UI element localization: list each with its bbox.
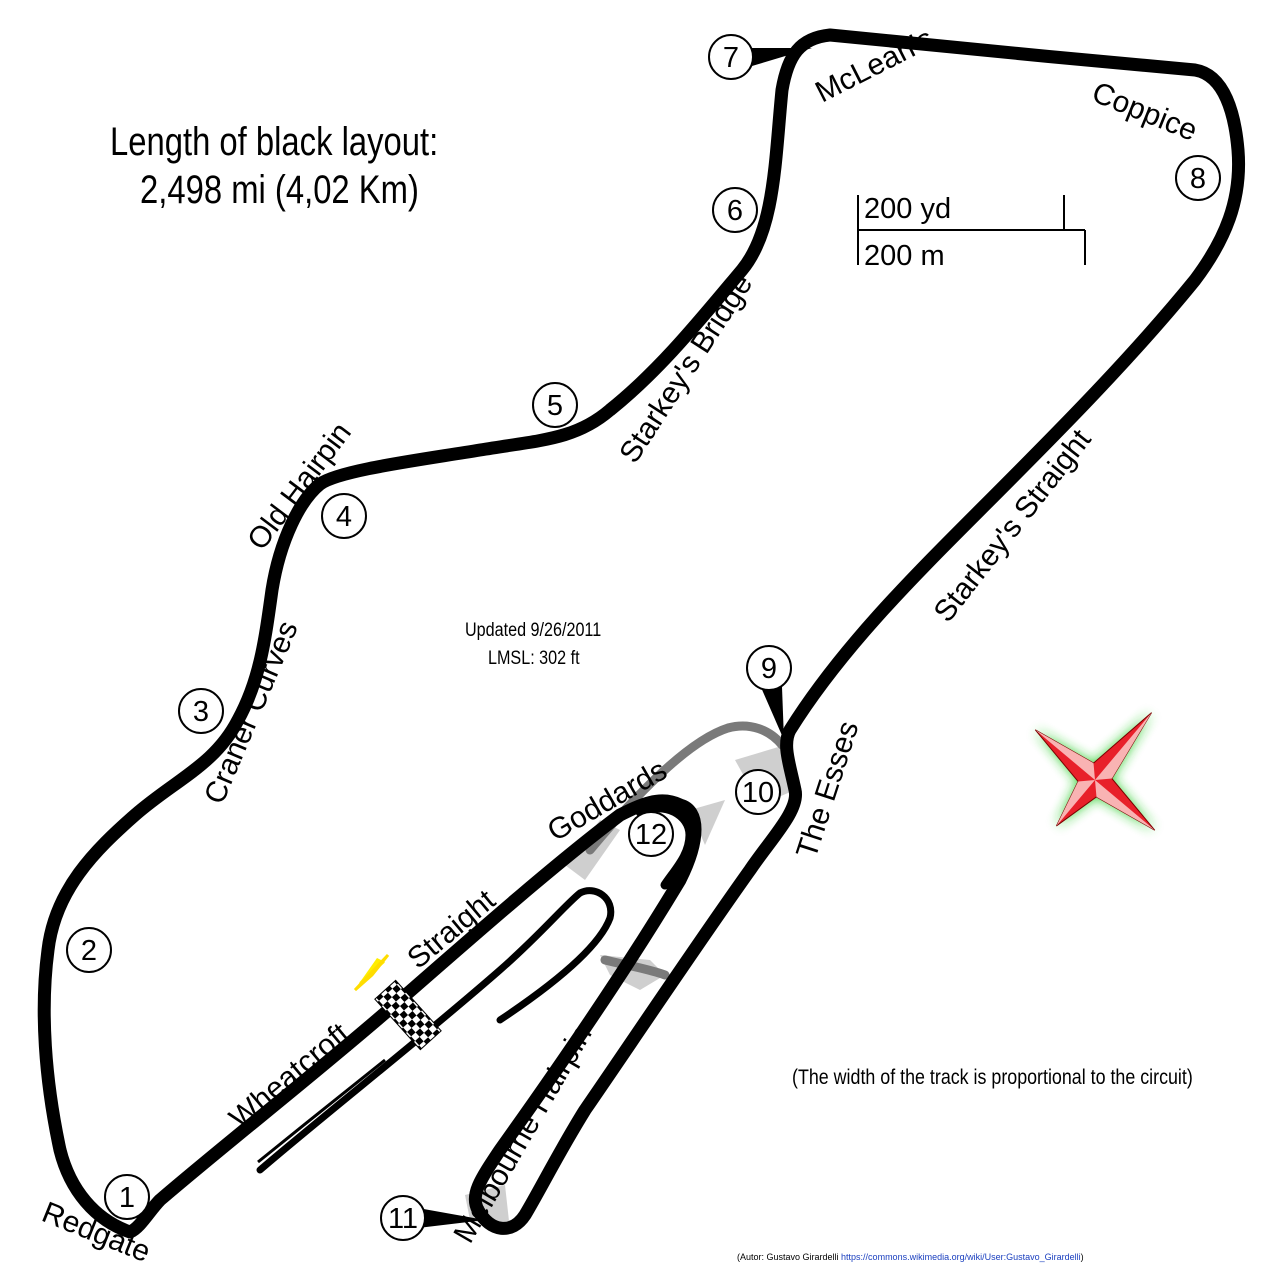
corner-9-marker: 9 <box>746 645 792 740</box>
corner-11-marker: 11 <box>380 1195 485 1241</box>
corner-1-marker: 1 <box>104 1174 150 1220</box>
section-labels: Redgate Craner Curves Old Hairpin Starke… <box>37 22 1201 1269</box>
main-track <box>37 28 1246 1239</box>
checkered-flag-icon <box>374 979 442 1051</box>
corner-10-marker: 10 <box>735 769 781 815</box>
credit-prefix: (Autor: Gustavo Girardelli <box>737 1252 842 1262</box>
label-starkeys-straight: Starkey's Straight <box>928 423 1099 628</box>
corner-11-number: 11 <box>388 1203 418 1235</box>
corner-12-number: 12 <box>635 819 667 851</box>
label-coppice: Coppice <box>1087 76 1201 148</box>
corner-2-number: 2 <box>81 935 97 967</box>
corner-3-number: 3 <box>193 696 209 728</box>
corner-7-marker: 7 <box>708 34 812 80</box>
corner-10-number: 10 <box>742 777 774 809</box>
corner-5-marker: 5 <box>532 382 578 428</box>
corner-6-number: 6 <box>727 195 743 227</box>
old-loop-track <box>256 887 615 1174</box>
corner-7-number: 7 <box>723 42 739 74</box>
width-footnote: (The width of the track is proportional … <box>792 1066 1193 1089</box>
scale-label-meters: 200 m <box>864 240 945 272</box>
corner-6-marker: 6 <box>712 187 758 233</box>
layout-length-value: 2,498 mi (4,02 Km) <box>140 168 419 212</box>
corner-5-number: 5 <box>547 390 563 422</box>
corner-2-marker: 2 <box>66 927 112 973</box>
corner-4-marker: 4 <box>321 493 367 539</box>
credit-link[interactable]: https://commons.wikimedia.org/wiki/User:… <box>841 1252 1081 1262</box>
layout-length-label: Length of black layout: <box>110 120 439 164</box>
lmsl-elevation: LMSL: 302 ft <box>488 648 580 669</box>
corner-3-marker: 3 <box>178 688 224 734</box>
credit-suffix: ) <box>1080 1252 1084 1262</box>
label-starkeys-bridge: Starkey's Bridge <box>613 268 759 468</box>
corner-1-number: 1 <box>119 1182 135 1214</box>
corner-9-number: 9 <box>761 653 777 685</box>
updated-date: Updated 9/26/2011 <box>465 620 602 641</box>
corner-12-marker: 12 <box>628 811 674 857</box>
scale-bar <box>857 195 1086 265</box>
corner-4-number: 4 <box>336 501 352 533</box>
corner-8-number: 8 <box>1190 163 1206 195</box>
author-credit: (Autor: Gustavo Girardelli https://commo… <box>737 1252 1084 1262</box>
goddards-inner-track <box>635 803 695 890</box>
pit-lane-inner <box>257 1058 386 1164</box>
label-wheatcroft: Wheatcroft <box>223 1016 356 1135</box>
corner-markers: 1 2 3 4 5 6 7 8 <box>66 34 1221 1241</box>
corner-8-marker: 8 <box>1175 155 1221 201</box>
pit-lane <box>228 1023 377 1142</box>
start-direction-icon <box>353 953 390 992</box>
compass-rose-icon <box>1034 712 1156 831</box>
scale-label-yards: 200 yd <box>864 193 951 225</box>
